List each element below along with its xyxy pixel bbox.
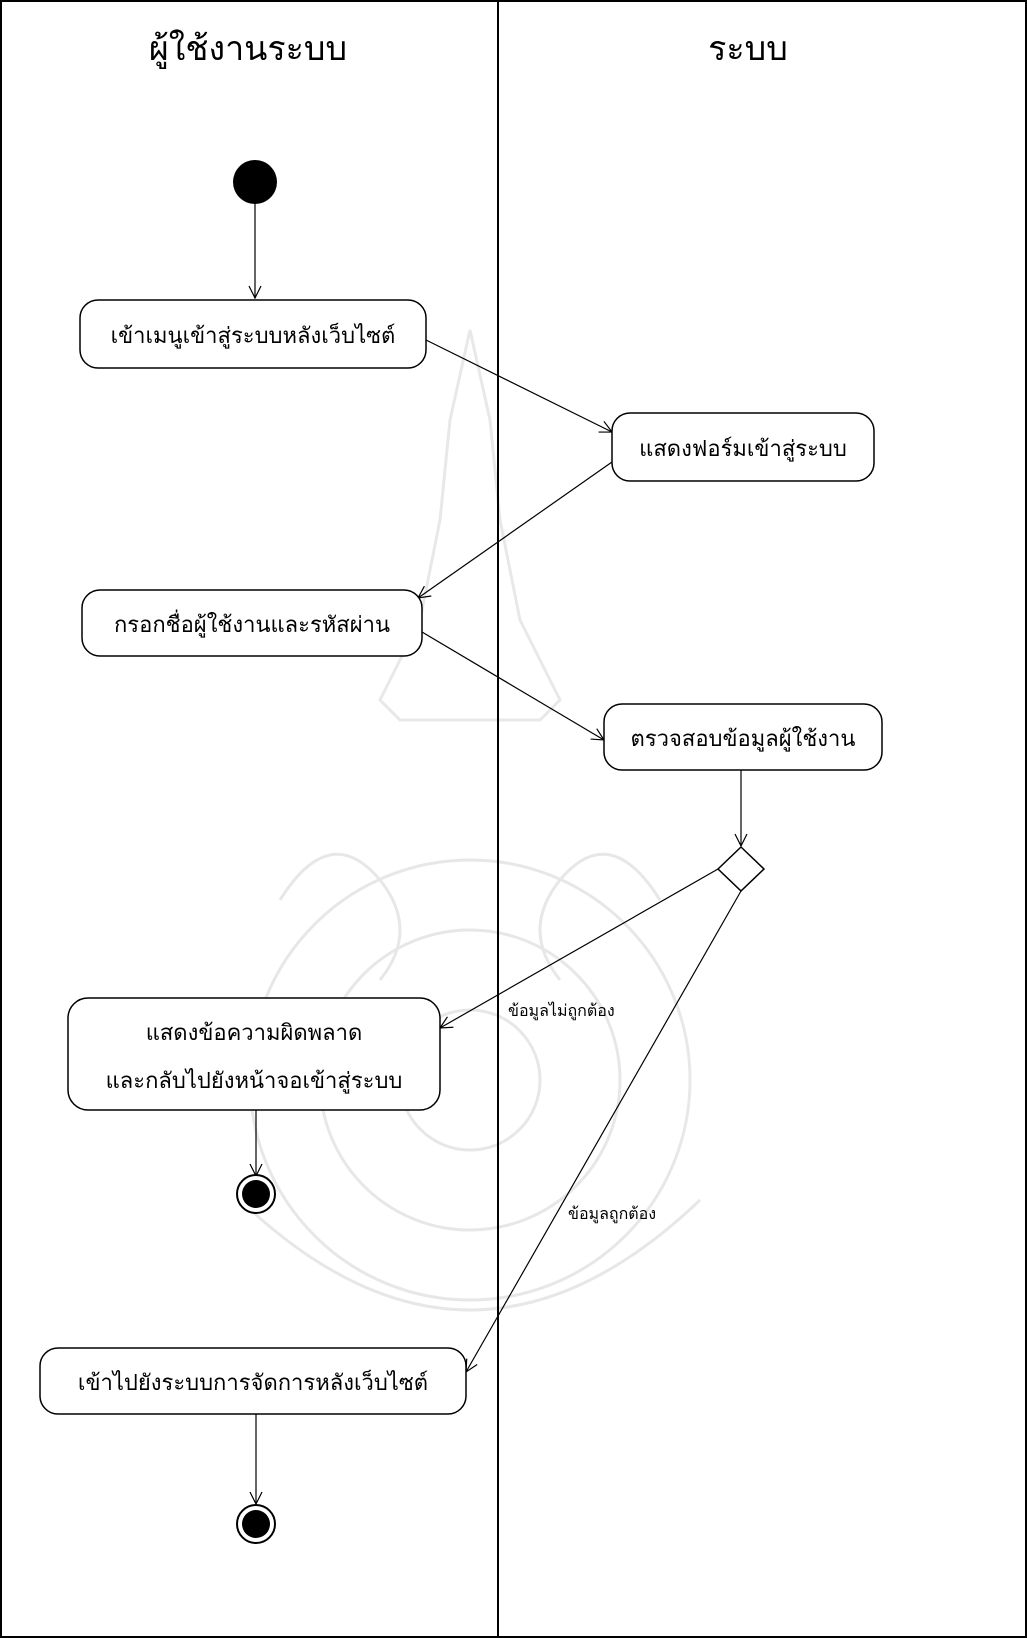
flow-menu-to-form: [425, 339, 612, 432]
guard-valid: ข้อมูลถูกต้อง: [568, 1204, 656, 1224]
guard-invalid: ข้อมูลไม่ถูกต้อง: [508, 1001, 615, 1021]
final-node-error: [236, 1174, 276, 1214]
initial-node: [233, 160, 277, 204]
action-show-login-form-label: แสดงฟอร์มเข้าสู่ระบบ: [639, 437, 847, 462]
decision-node: [716, 845, 766, 893]
flow-decision-to-admin: [466, 890, 742, 1372]
flow-decision-to-error: [440, 868, 719, 1028]
action-verify-user-label: ตรวจสอบข้อมูลผู้ใช้งาน: [631, 726, 856, 752]
flow-credentials-to-verify: [421, 631, 604, 740]
action-enter-admin: [39, 1347, 467, 1415]
action-show-error: [67, 997, 441, 1111]
action-verify-user: [603, 703, 883, 771]
action-open-login-menu-label: เข้าเมนูเข้าสู่ระบบหลังเว็บไซต์: [111, 321, 396, 349]
lane-title-system: ระบบ: [708, 29, 788, 69]
final-node-success: [236, 1504, 276, 1544]
action-enter-admin-label: เข้าไปยังระบบการจัดการหลังเว็บไซต์: [78, 1368, 428, 1396]
lane-title-user: ผู้ใช้งานระบบ: [149, 29, 347, 69]
action-show-login-form: [611, 412, 875, 482]
action-show-error-label-line1: แสดงข้อความผิดพลาด: [146, 1021, 363, 1046]
action-enter-credentials-label: กรอกชื่อผู้ใช้งานและรหัสผ่าน: [114, 609, 390, 638]
flow-form-to-credentials: [418, 461, 613, 598]
action-open-login-menu: [79, 299, 427, 369]
action-show-error-label-line2: และกลับไปยังหน้าจอเข้าสู่ระบบ: [106, 1068, 403, 1094]
action-enter-credentials: [81, 589, 423, 657]
